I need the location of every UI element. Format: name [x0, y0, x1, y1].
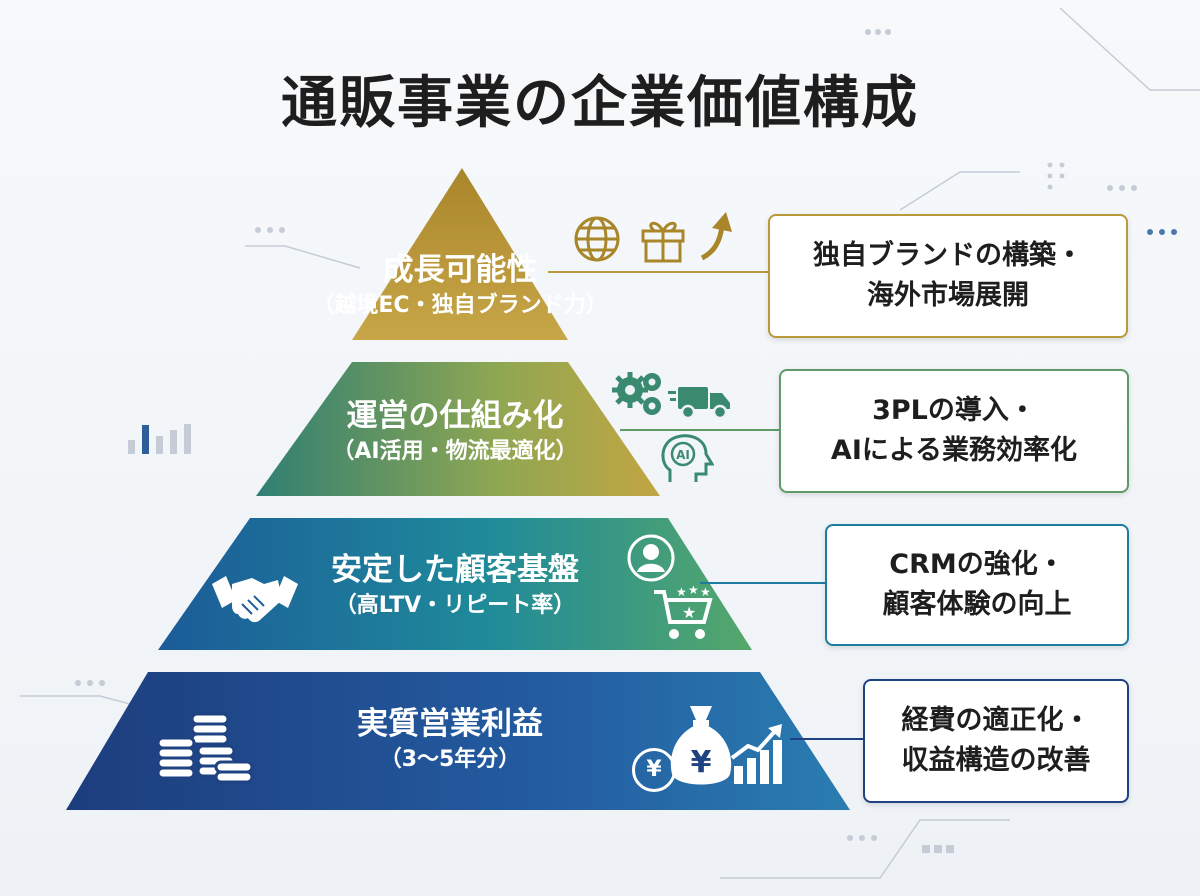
tier-title: 実質営業利益 [357, 706, 543, 742]
callout-line: 経費の適正化・ [901, 705, 1091, 736]
callout-line: 顧客体験の向上 [882, 589, 1072, 620]
star-cart-icon: ★★★ ★ [654, 586, 713, 639]
callout-line: CRMの強化・ [889, 549, 1065, 580]
connector-line [548, 271, 770, 273]
globe-icon [574, 216, 620, 262]
yen-symbol: ¥ [646, 757, 662, 782]
callout-line: 独自ブランドの構築・ [813, 240, 1083, 271]
tier-title: 成長可能性 [382, 252, 538, 288]
money-bag-icon: ¥ [670, 706, 732, 785]
tier-label-customers: 安定した顧客基盤 （高LTV・リピート率） [290, 550, 620, 622]
tier-subtitle: （3〜5年分） [379, 747, 521, 772]
gift-icon [641, 221, 685, 263]
callout-line: 海外市場展開 [867, 280, 1029, 311]
svg-text:★: ★ [676, 586, 687, 599]
handshake-icon [212, 576, 298, 623]
tier-label-operations: 運営の仕組み化 （AI活用・物流最適化） [290, 396, 620, 468]
callout-customers: CRMの強化・ 顧客体験の向上 [825, 524, 1129, 646]
callout-growth: 独自ブランドの構築・ 海外市場展開 [768, 214, 1128, 338]
up-arrow-icon [700, 212, 732, 261]
money-bag-yen: ¥ [691, 745, 712, 780]
tier-title: 安定した顧客基盤 [331, 552, 579, 588]
delivery-truck-icon [668, 387, 730, 420]
pyramid-tier-growth [352, 168, 568, 340]
callout-line: AIによる業務効率化 [830, 435, 1078, 466]
pyramid-tier-customers [158, 518, 752, 650]
svg-text:★: ★ [700, 586, 711, 599]
tier-label-growth: 成長可能性 （越境EC・独自ブランド力） [280, 250, 640, 322]
gears-icon [612, 372, 661, 415]
callout-line: 3PLの導入・ [872, 395, 1036, 426]
svg-text:AI: AI [676, 448, 690, 462]
callout-operations: 3PLの導入・ AIによる業務効率化 [779, 369, 1129, 493]
tier-title: 運営の仕組み化 [346, 398, 564, 434]
pyramid-tier-operations [256, 362, 660, 496]
svg-text:★: ★ [688, 586, 699, 597]
callout-profit: 経費の適正化・ 収益構造の改善 [863, 679, 1129, 803]
growth-chart-icon [730, 724, 782, 784]
bar-chart-decoration [128, 424, 191, 454]
connector-line [790, 738, 866, 740]
coin-stacks-icon [156, 712, 254, 784]
svg-text:★: ★ [682, 603, 696, 622]
connector-line [700, 582, 826, 584]
tier-subtitle: （高LTV・リピート率） [334, 593, 576, 618]
callout-line: 収益構造の改善 [901, 745, 1091, 776]
ai-head-icon: AI [661, 434, 714, 482]
connector-line [620, 429, 780, 431]
tier-label-profit: 実質営業利益 （3〜5年分） [300, 704, 600, 776]
user-circle-icon [627, 534, 675, 582]
tier-subtitle: （AI活用・物流最適化） [332, 439, 578, 464]
tier-subtitle: （越境EC・独自ブランド力） [312, 293, 608, 318]
page-title: 通販事業の企業価値構成 [281, 71, 919, 136]
